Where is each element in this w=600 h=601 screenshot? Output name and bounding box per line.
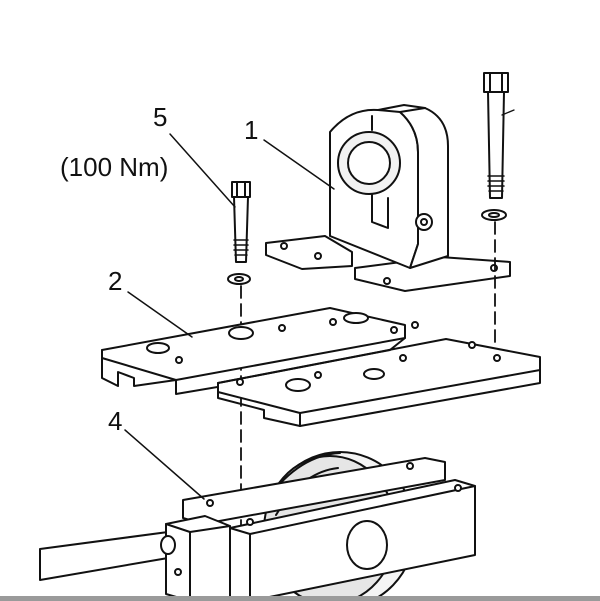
callout-part-5: 5: [153, 102, 168, 132]
bearing-block: [265, 104, 511, 292]
callout-torque: (100 Nm): [60, 152, 169, 182]
callout-part-2: 2: [108, 266, 123, 296]
axle-bore: [346, 520, 388, 570]
bottom-band: [0, 596, 600, 601]
base-plate-right: [217, 312, 541, 427]
bolt-right: [481, 72, 515, 221]
bearing-bore-inner: [347, 141, 391, 185]
callout-part-4: 4: [108, 406, 123, 436]
wheel-carriage: [39, 451, 476, 601]
leader-lines: [124, 133, 335, 500]
callout-part-1: 1: [244, 115, 259, 145]
bearing-body-side: [399, 107, 449, 269]
bolt-left-part-5: [227, 181, 251, 285]
bearing-foot-left: [265, 235, 353, 270]
bearing-foot-right: [354, 256, 511, 292]
